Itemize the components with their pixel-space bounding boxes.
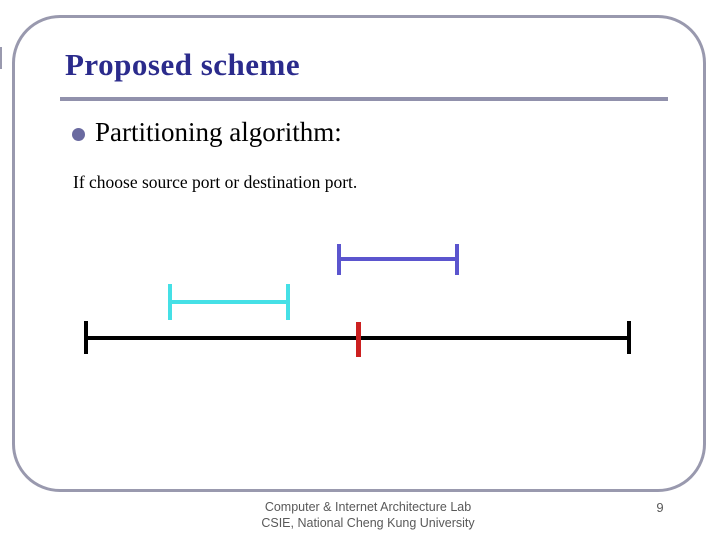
upper-subrange-segment-left-tick: [337, 244, 341, 275]
body-text: If choose source port or destination por…: [73, 172, 358, 192]
title-separator: [60, 97, 668, 101]
bullet-icon: [72, 128, 85, 141]
slide-frame: [12, 15, 706, 492]
split-marker: [355, 322, 361, 357]
slide-title: Proposed scheme: [65, 47, 301, 82]
full-range-segment-left-tick: [84, 321, 88, 354]
lower-subrange-segment-bar: [170, 300, 288, 304]
footer-line-1: Computer & Internet Architecture Lab: [264, 500, 472, 514]
upper-subrange-segment-bar: [339, 257, 457, 261]
lower-subrange-segment-left-tick: [168, 284, 172, 320]
footer-line-2: CSIE, National Cheng Kung University: [261, 516, 475, 530]
upper-subrange-segment-right-tick: [455, 244, 459, 275]
footer: Computer & Internet Architecture Lab CSI…: [16, 499, 720, 531]
lower-subrange-segment-right-tick: [286, 284, 290, 320]
bullet-text: Partitioning algorithm:: [95, 117, 342, 147]
page-number: 9: [656, 500, 664, 515]
frame-edge-artifact: [0, 47, 2, 69]
full-range-segment-right-tick: [627, 321, 631, 354]
